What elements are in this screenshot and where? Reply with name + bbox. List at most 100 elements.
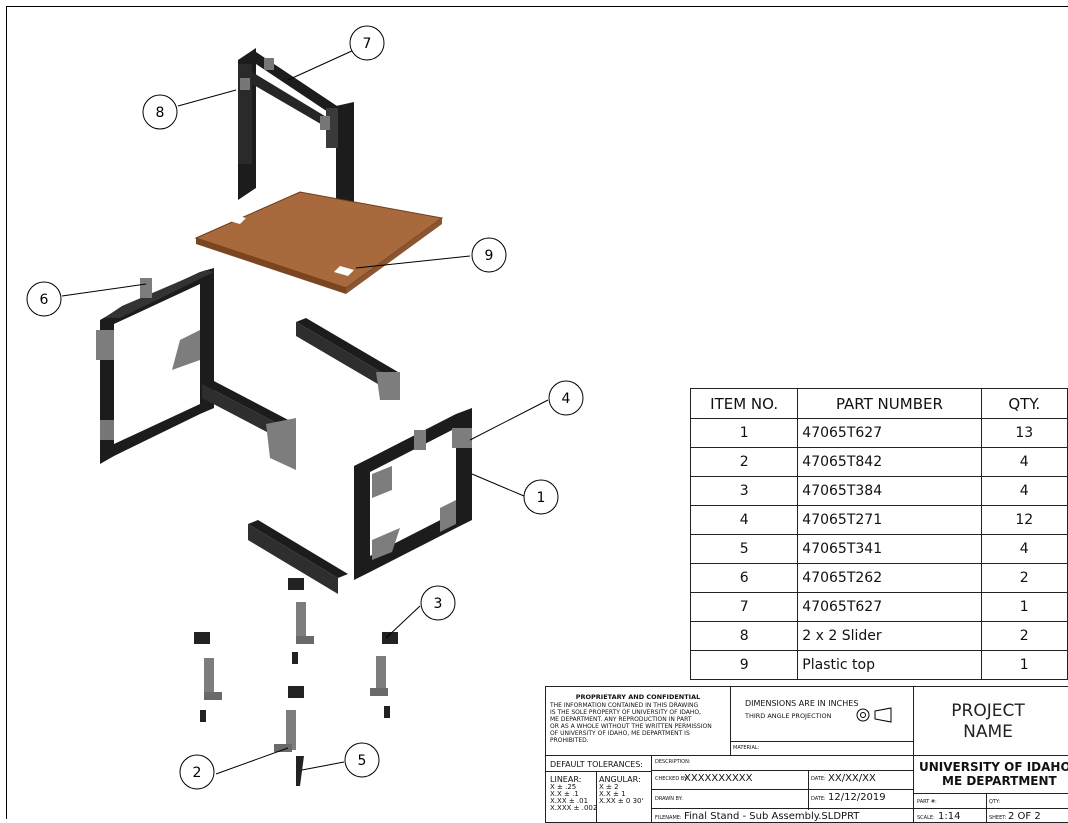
balloon-label-1: 1 [537,490,546,506]
bom-item: 7 [689,592,799,622]
scale-value: 1:14 [938,811,961,822]
bom-qty: 13 [980,418,1068,448]
project-line-1: PROJECT [951,701,1025,721]
bom-item: 4 [689,505,799,535]
left-side-frame [96,268,214,464]
balloon-1: 1 [523,479,559,515]
middle-rails [202,318,400,594]
balloon-7: 7 [349,25,385,61]
bom-item: 5 [689,534,799,564]
university-name: UNIVERSITY OF IDAHO [919,760,1068,774]
bom-part: 2 x 2 Slider [797,621,982,651]
bom-qty: 12 [980,505,1068,535]
checked-by-label: CHECKED BY: [655,776,689,782]
project-name-box: PROJECT NAME [913,686,1068,756]
bom-part: 47065T627 [797,592,982,622]
balloon-4: 4 [548,380,584,416]
proprietary-line: ME DEPARTMENT. ANY REPRODUCTION IN PART [550,716,692,723]
bom-part: Plastic top [797,650,982,680]
balloon-5: 5 [344,742,380,778]
dimensions-box: DIMENSIONS ARE IN INCHES THIRD ANGLE PRO… [730,686,914,756]
description-box: DESCRIPTION: CHECKED BY: XXXXXXXXXX DATE… [651,755,914,823]
linear-value: X.XXX ± .002 [550,804,598,812]
date-drawn: 12/12/2019 [828,792,886,803]
bom-item: 3 [689,476,799,506]
bom-part: 47065T627 [797,418,982,448]
bom-qty: 1 [980,592,1068,622]
angular-value: X.X ± 1 [599,790,626,798]
balloon-group [61,49,549,775]
date-label-checked: DATE: [811,776,826,782]
tolerances-box: DEFAULT TOLERANCES: LINEAR: X ± .25 X.X … [545,755,652,823]
date-checked: XX/XX/XX [828,773,876,784]
bom-item: 6 [689,563,799,593]
bom-qty: 4 [980,447,1068,477]
drawn-by-label: DRAWN BY: [655,796,683,802]
proprietary-line: PROHIBITED. [550,737,589,744]
proprietary-line: IS THE SOLE PROPERTY OF UNIVERSITY OF ID… [550,709,702,716]
filename-value: Final Stand - Sub Assembly.SLDPRT [684,811,860,822]
default-tolerances-label: DEFAULT TOLERANCES: [550,760,643,769]
part-number-label: PART #: [917,799,937,805]
proprietary-box: PROPRIETARY AND CONFIDENTIAL THE INFORMA… [545,686,731,756]
balloon-label-9: 9 [485,248,494,264]
proprietary-line: OF UNIVERSITY OF IDAHO, ME DEPARTMENT IS [550,730,690,737]
proprietary-title: PROPRIETARY AND CONFIDENTIAL [575,693,701,701]
feet-hardware [194,578,398,786]
dimensions-line-1: DIMENSIONS ARE IN INCHES [745,699,859,708]
material-label: MATERIAL: [733,745,760,751]
bom-header-item: ITEM NO. [689,388,799,419]
proprietary-line: THE INFORMATION CONTAINED IN THIS DRAWIN… [550,702,699,709]
linear-value: X.XX ± .01 [550,797,589,805]
bom-qty: 2 [980,563,1068,593]
balloon-label-2: 2 [193,765,202,781]
balloon-9: 9 [471,237,507,273]
balloon-label-6: 6 [40,292,49,308]
proprietary-line: OR AS A WHOLE WITHOUT THE WRITTEN PERMIS… [550,723,712,730]
sheet-value: 2 OF 2 [1008,811,1041,822]
filename-label: FILENAME: [655,815,682,821]
balloon-6: 6 [26,281,62,317]
bom-item: 8 [689,621,799,651]
bom-header-row: ITEM NO. PART NUMBER QTY. [689,388,1068,419]
linear-value: X ± .25 [550,783,577,791]
bom-part: 47065T271 [797,505,982,535]
angular-value: X.XX ± 0 30' [599,797,644,805]
balloon-label-4: 4 [562,391,571,407]
bom-item: 1 [689,418,799,448]
department-name: ME DEPARTMENT [942,774,1057,788]
angular-value: X ± 2 [599,783,619,791]
balloon-label-8: 8 [156,105,165,121]
bom-qty: 4 [980,476,1068,506]
plastic-top [194,191,444,294]
bom-part: 47065T262 [797,563,982,593]
linear-label: LINEAR: [550,775,582,784]
third-angle-projection-icon [856,707,892,723]
qty-label: QTY: [989,799,1001,805]
date-label-drawn: DATE: [811,796,826,802]
bom-qty: 2 [980,621,1068,651]
bom-qty: 1 [980,650,1068,680]
checked-by-value: XXXXXXXXXX [684,773,753,784]
front-side-frame [354,408,472,580]
description-label: DESCRIPTION: [655,759,691,765]
bom-part: 47065T384 [797,476,982,506]
bom-item: 9 [689,650,799,680]
bom-qty: 4 [980,534,1068,564]
balloon-8: 8 [142,94,178,130]
balloon-label-7: 7 [363,36,372,52]
bom-item: 2 [689,447,799,477]
dimensions-line-2: THIRD ANGLE PROJECTION [745,712,832,720]
bom-header-part: PART NUMBER [797,388,982,419]
university-box: UNIVERSITY OF IDAHO ME DEPARTMENT PART #… [913,755,1068,823]
